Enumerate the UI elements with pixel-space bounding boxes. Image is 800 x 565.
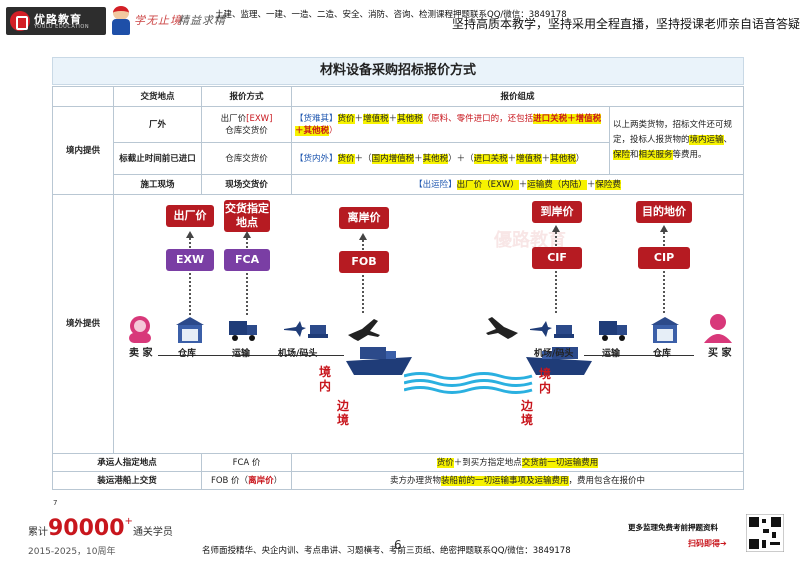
brand-logo: 优路教育 YOULU EDUCATION [6, 7, 106, 35]
cip-box: CIP [638, 247, 691, 269]
cell-place: 厂外 [113, 106, 203, 143]
watermark: 優路教育 [494, 230, 567, 251]
col-header-composition: 报价组成 [291, 86, 744, 107]
cell-method: 仓库交货价 [201, 142, 293, 175]
exw-box: EXW [166, 249, 215, 271]
trade-diagram: 優路教育 出厂价 交货指定地点 EXW FCA 离岸价 FOB 到 [114, 195, 740, 453]
col-header-place: 交货地点 [113, 86, 203, 107]
header-nav-line: 土建、监理、一建、一造、二造、安全、消防、咨询、检测课程押题联系QQ/微信：38… [215, 10, 567, 20]
header-slogan: 坚持高质本教学，坚持采用全程直播，坚持授课老师亲自语音答疑 [452, 17, 800, 31]
cell-composition: 货价＋到买方指定地点交货前一切运输费用 [291, 453, 744, 472]
page-number: 6 [394, 538, 402, 552]
truck-icon-right [599, 321, 628, 341]
offshore-price-box: 离岸价 [339, 207, 390, 229]
arrow-up-icon [552, 225, 561, 232]
warehouse-label-right: 仓库 [653, 349, 672, 359]
delivery-point-box: 交货指定地点 [224, 200, 271, 232]
trade-diagram-cell: 優路教育 出厂价 交货指定地点 EXW FCA 离岸价 FOB 到 [113, 194, 744, 454]
domestic-label: 境内提供 [51, 106, 115, 195]
transport-label: 运输 [232, 349, 251, 359]
domestic-left-label: 境 内 [319, 365, 332, 393]
cell-composition: 【货难其】货价＋增值税＋其他税（原料、零件进口的，还包括进口关税＋增值税＋其他税… [291, 106, 610, 143]
cell-method: FOB 价（离岸价） [201, 471, 293, 490]
page-title: 材料设备采购招标报价方式 [52, 57, 744, 85]
border-left-label: 边 境 [337, 399, 350, 427]
seller-label: 卖 家 [129, 348, 153, 359]
buyer-icon [704, 314, 733, 343]
table-row: 施工现场 现场交货价 【出运险】出厂价（EXW）＋运输费（内陆）＋保险费 [53, 174, 744, 195]
script-motto-right: 精益求精 [178, 14, 226, 27]
pricing-table: 交货地点 报价方式 报价组成 境内提供 厂外 出厂价[EXW] 仓库交货价 【货… [51, 86, 745, 490]
foreign-label: 境外提供 [51, 194, 115, 454]
mascot-icon [110, 6, 132, 36]
warehouse-icon-right [651, 317, 680, 343]
cif-box: CIF [532, 247, 583, 269]
scan-link[interactable]: 扫码即得➔ [688, 539, 727, 548]
airplane-icon-right [486, 317, 519, 339]
cell-place: 标截止时间前已进口 [113, 142, 203, 175]
cell-method: 出厂价[EXW] 仓库交货价 [201, 106, 293, 143]
arrow-up-icon [660, 225, 669, 232]
arrow-up-icon [243, 231, 252, 238]
anniversary-text: 2015-2025，10周年 [28, 547, 116, 557]
ship-icon [346, 347, 413, 375]
airport-port-icon [284, 321, 329, 338]
table-header-row: 交货地点 报价方式 报价组成 [51, 86, 744, 107]
script-motto-left: 学无止境 [134, 14, 182, 27]
arrival-price-box: 到岸价 [532, 201, 583, 223]
logo-icon [10, 11, 30, 31]
cell-place: 施工现场 [113, 174, 203, 195]
page-footer: 累计90000+通关学员 2015-2025，10周年 6 名师面授精华、央企内… [0, 510, 800, 565]
fca-box: FCA [224, 249, 271, 271]
cell-composition: 【出运险】出厂价（EXW）＋运输费（内陆）＋保险费 [291, 174, 744, 195]
airplane-icon [348, 319, 381, 341]
airport-label: 机场/码头 [278, 349, 318, 359]
footer-promo: 更多监理免费考前押题资料 [628, 523, 718, 532]
brand-sub: YOULU EDUCATION [34, 24, 90, 30]
cell-method: 现场交货价 [201, 174, 293, 195]
factory-price-box: 出厂价 [166, 205, 215, 227]
sea-icon [404, 372, 533, 394]
buyer-label: 买 家 [708, 348, 732, 359]
cell-place: 承运人指定地点 [51, 453, 203, 472]
student-count: 累计90000+通关学员 [28, 516, 173, 541]
qr-code-icon[interactable] [746, 514, 784, 552]
warehouse-icon [176, 317, 205, 343]
cell-note: 以上两类货物，招标文件还可规定，投标人报货物的境内运输、保险和相关服务等费用。 [608, 106, 745, 175]
cell-composition: 卖方办理货物装船前的一切运输事项及运输费用，费用包含在报价中 [291, 471, 744, 490]
ship-icon-right [526, 347, 593, 375]
fob-box: FOB [339, 251, 390, 273]
transport-label-right: 运输 [602, 349, 621, 359]
table-row: 装运港船上交货 FOB 价（离岸价） 卖方办理货物装船前的一切运输事项及运输费用… [51, 471, 744, 490]
small-page-number: 7 [53, 499, 58, 507]
seller-icon [129, 316, 152, 343]
airport-port-icon-right [530, 321, 575, 338]
airport-label-right: 机场/码头 [534, 349, 574, 359]
table-row-diagram: 境外提供 優路教育 出厂价 交货指定地点 EXW FCA 离岸价 FOB [51, 194, 744, 454]
domestic-right-label: 境 内 [539, 367, 552, 395]
border-right-label: 边 境 [521, 399, 534, 427]
cell-composition: 【货内外】货价＋（国内增值税＋其他税）＋（进口关税＋增值税＋其他税） [291, 142, 610, 175]
table-row: 承运人指定地点 FCA 价 货价＋到买方指定地点交货前一切运输费用 [51, 453, 744, 472]
table-corner [51, 86, 115, 107]
table-row: 境内提供 厂外 出厂价[EXW] 仓库交货价 【货难其】货价＋增值税＋其他税（原… [51, 106, 745, 195]
page-header: 优路教育 YOULU EDUCATION 学无止境 精益求精 土建、监理、一建、… [0, 0, 800, 42]
footer-line: 名师面授精华、央企内训、考点串讲、习题横考、考前三页纸、绝密押题联系QQ/微信：… [202, 546, 571, 556]
truck-icon [229, 321, 258, 341]
destination-price-box: 目的地价 [636, 201, 693, 223]
warehouse-label: 仓库 [178, 349, 197, 359]
arrow-up-icon [359, 233, 368, 240]
col-header-method: 报价方式 [201, 86, 293, 107]
arrow-up-icon [186, 231, 195, 238]
cell-method: FCA 价 [201, 453, 293, 472]
cell-place: 装运港船上交货 [51, 471, 203, 490]
brand-name: 优路教育 [34, 13, 82, 26]
